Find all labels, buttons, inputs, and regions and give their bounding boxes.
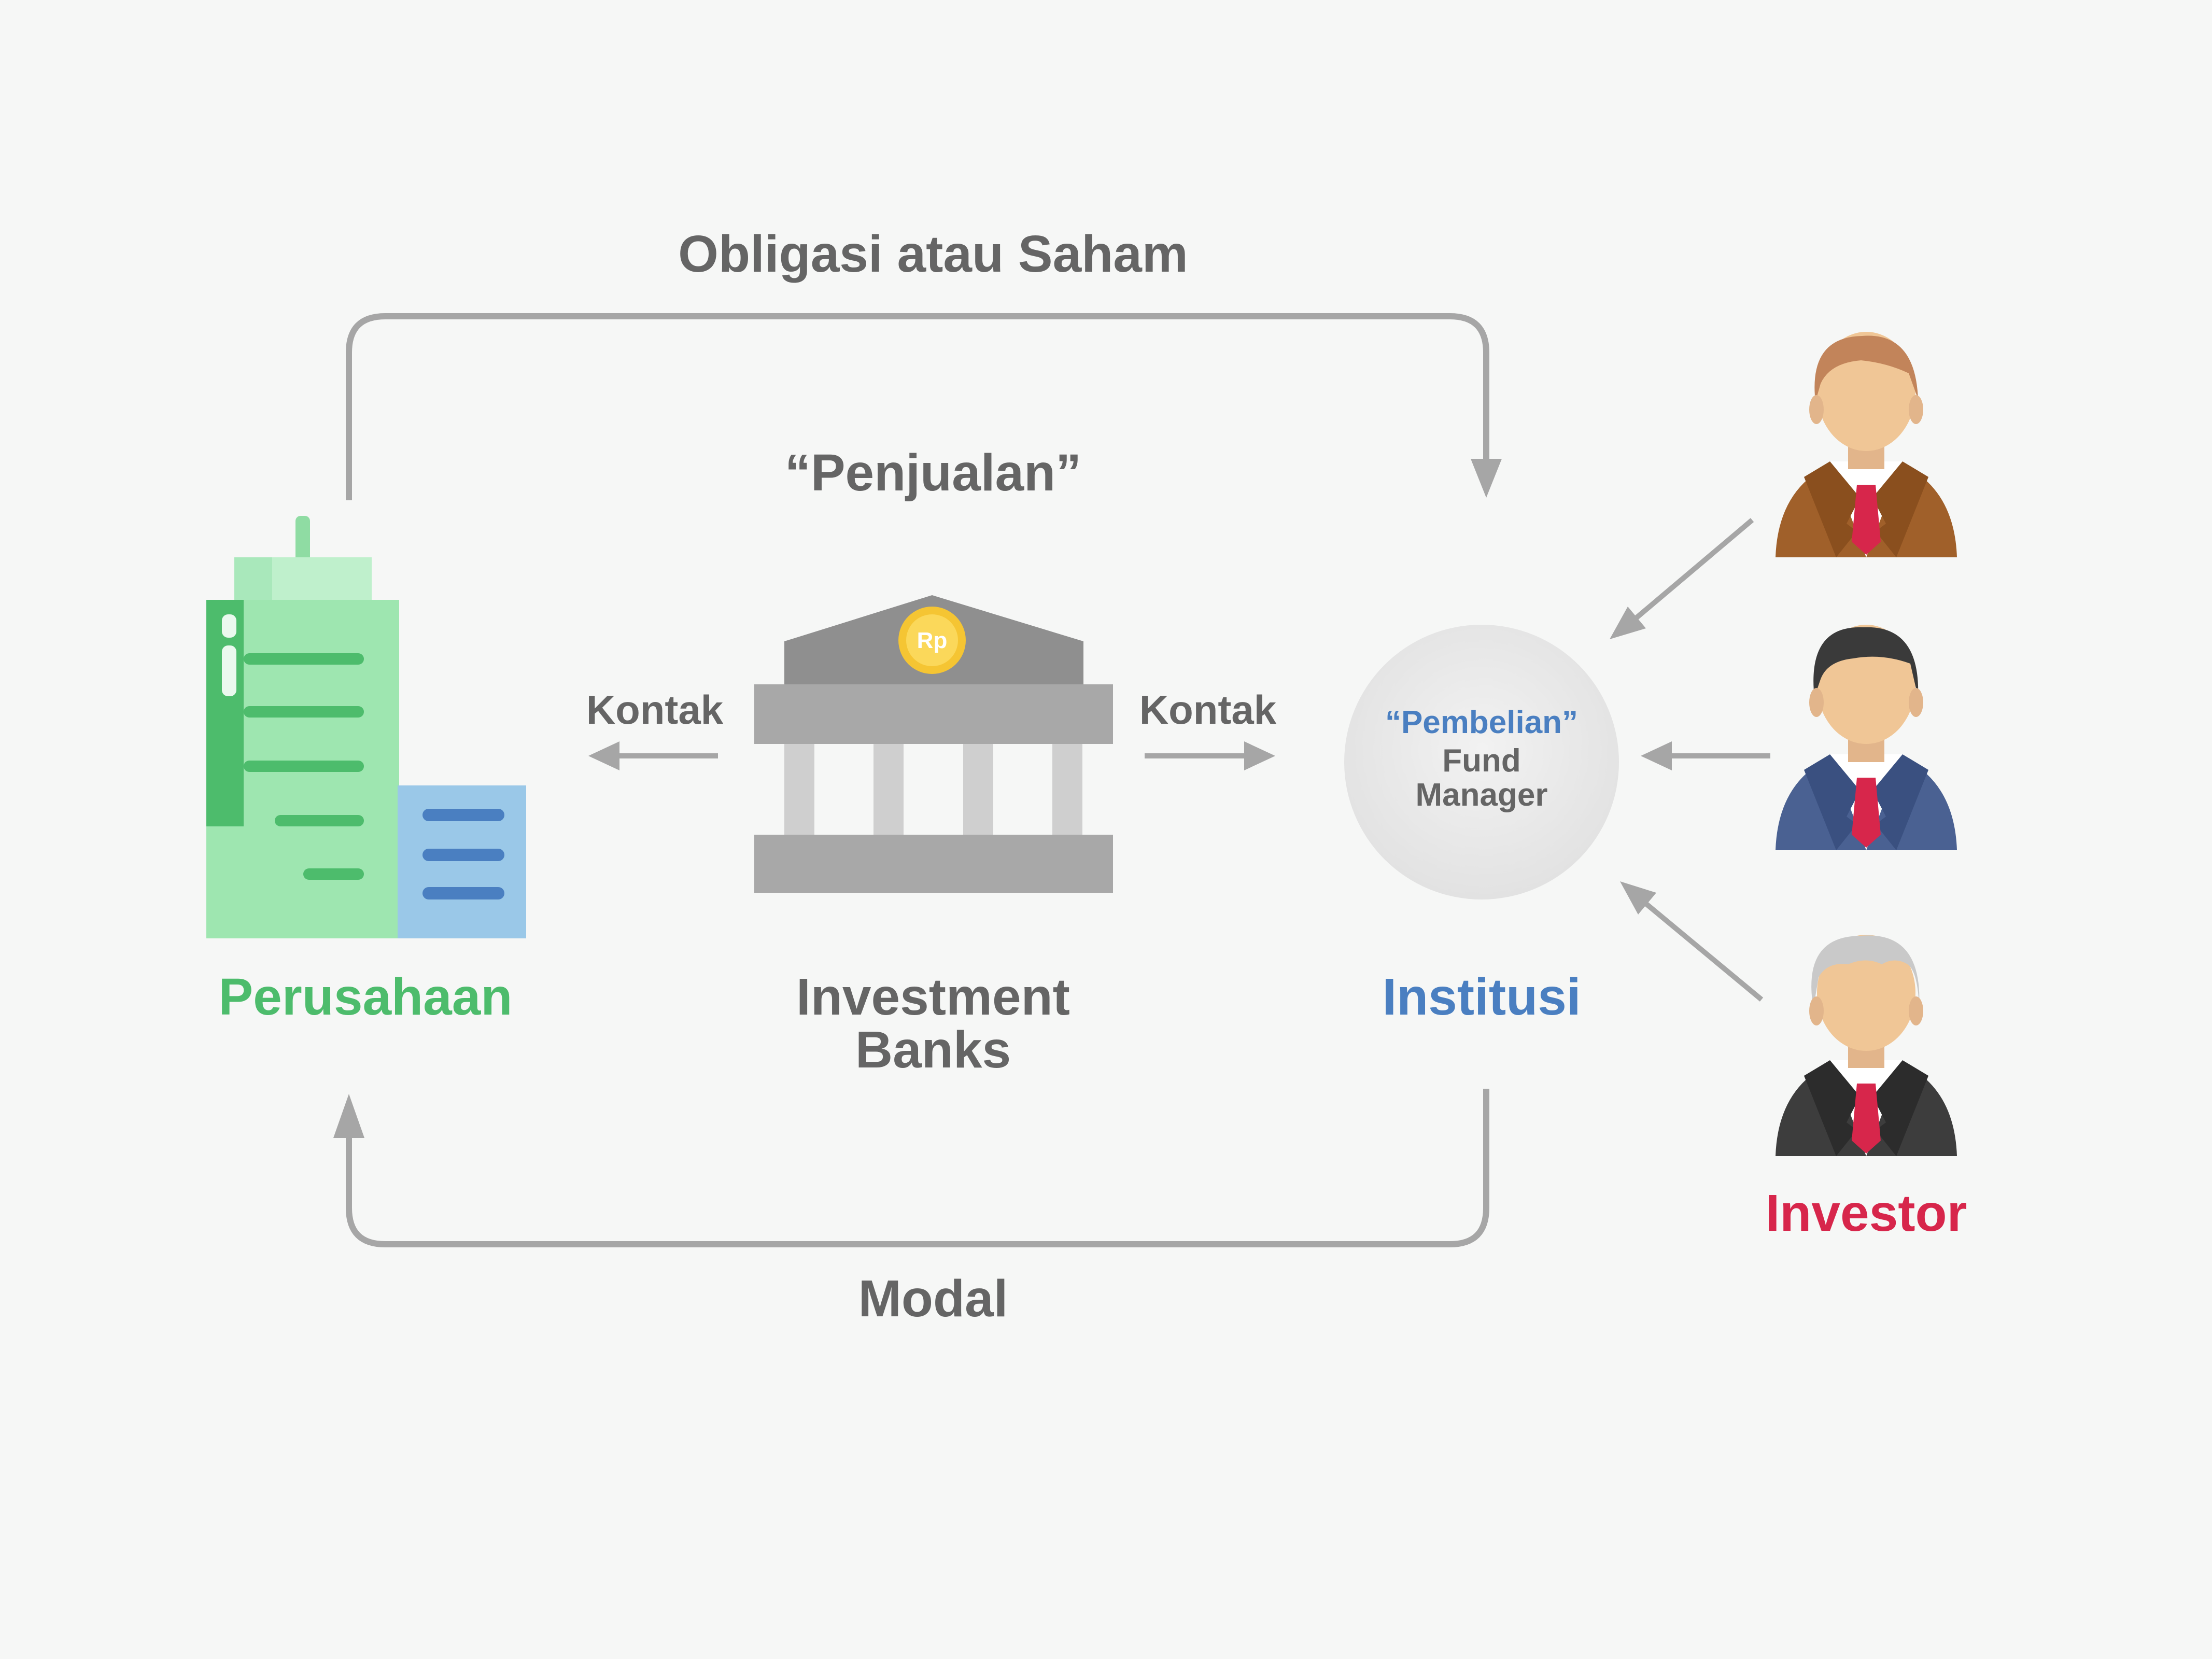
investor-label: Investor <box>1765 1184 1967 1242</box>
arrow-investor-3 <box>1620 881 1764 1002</box>
bottom-flow-label: Modal <box>858 1270 1008 1328</box>
arrow-to-company <box>588 741 718 770</box>
arrow-investor-2 <box>1641 741 1770 770</box>
fund-manager-quote: “Pembelian” <box>1385 705 1579 740</box>
arrow-investor-1 <box>1610 518 1754 639</box>
office-building-icon <box>206 516 526 938</box>
fund-manager-line2: Manager <box>1415 777 1548 813</box>
bank-building-icon: Rp <box>754 595 1113 893</box>
top-flow-arrow <box>346 313 1502 500</box>
businessman-blue-suit-icon <box>1776 625 1957 850</box>
institution-label: Institusi <box>1382 968 1581 1026</box>
arrow-to-institution <box>1145 741 1275 770</box>
top-flow-label: Obligasi atau Saham <box>678 225 1188 283</box>
bank-coin-label: Rp <box>917 628 948 653</box>
contact-right-label: Kontak <box>1139 687 1277 733</box>
bottom-flow-arrow <box>333 1089 1489 1247</box>
company-label: Perusahaan <box>218 968 513 1026</box>
contact-left-label: Kontak <box>586 687 724 733</box>
bank-label-line1: Investment <box>796 968 1070 1026</box>
businessman-gray-hair-icon <box>1776 935 1957 1156</box>
businessman-brown-suit-icon <box>1776 332 1957 557</box>
bank-label-line2: Banks <box>855 1021 1011 1079</box>
center-heading: “Penjualan” <box>784 444 1082 502</box>
fund-manager-circle <box>1344 625 1619 899</box>
fund-manager-line1: Fund <box>1442 743 1521 779</box>
